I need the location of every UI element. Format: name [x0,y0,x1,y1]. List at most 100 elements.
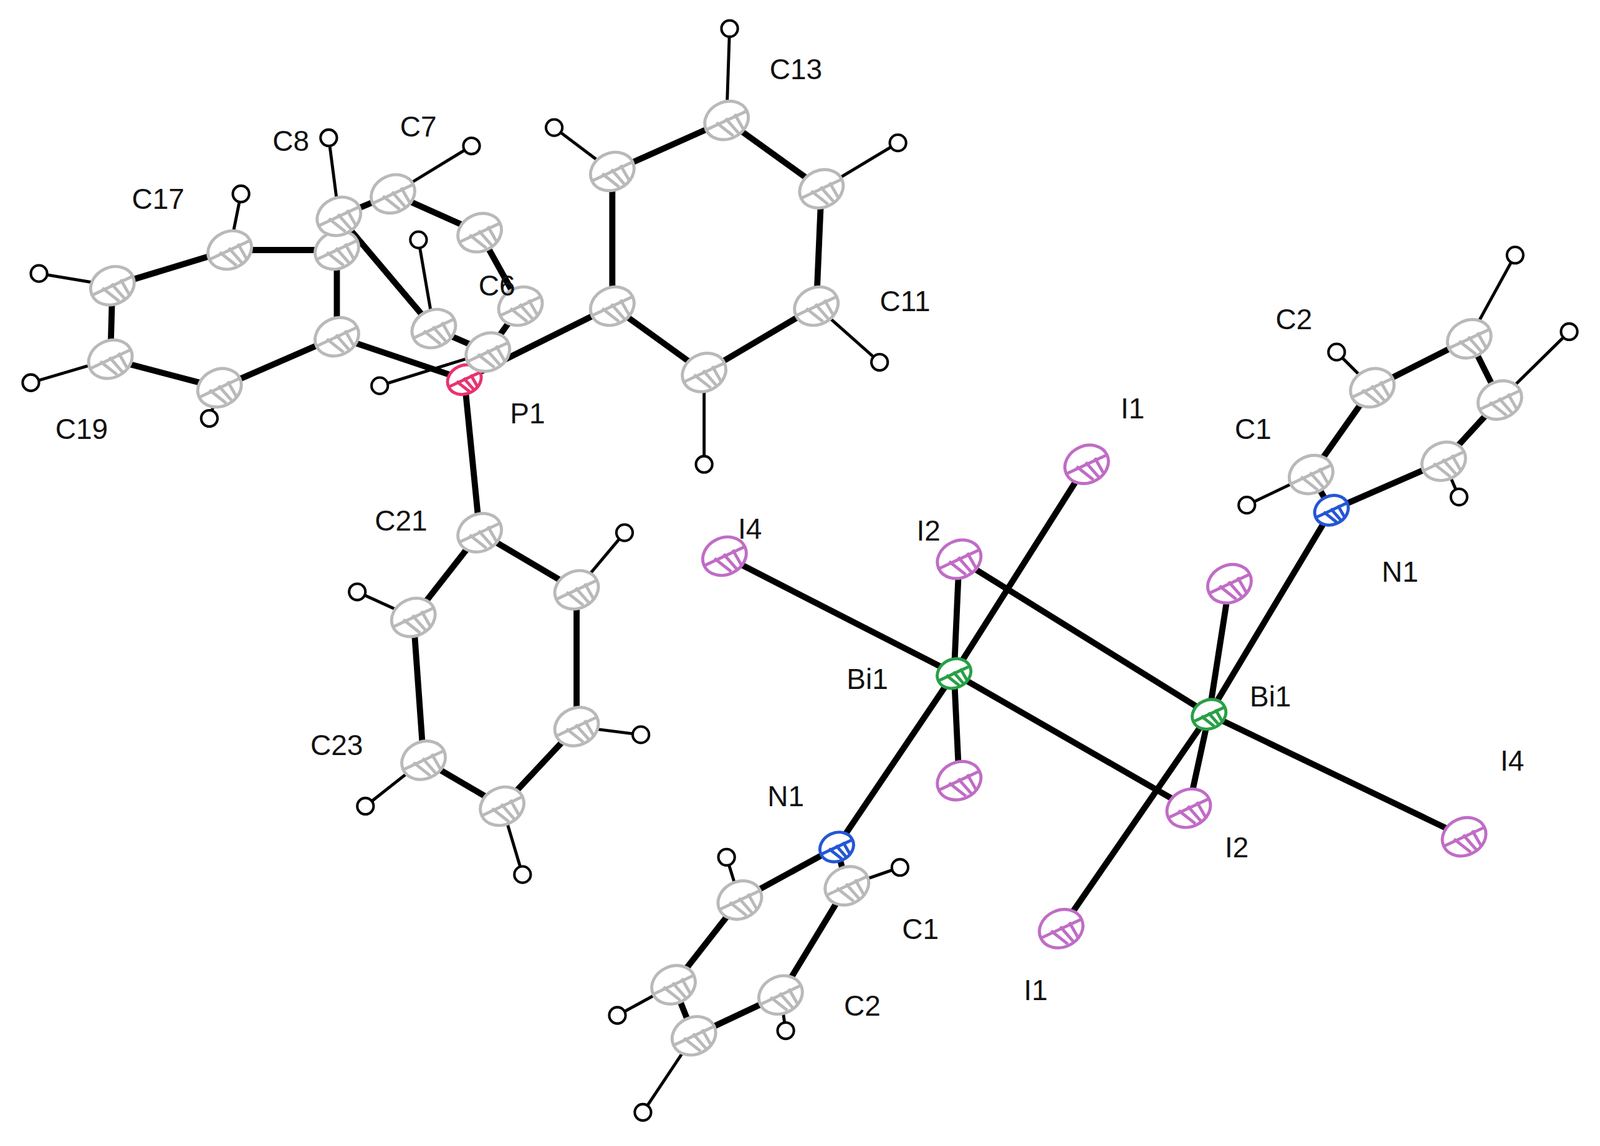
atom-principal-axis [555,716,597,736]
hydrogen-atom [22,374,39,391]
atom-outline [191,361,248,414]
hydrogen-atom [721,20,738,37]
hydrogen-atom [891,858,909,876]
atom-ellipsoid [451,506,508,559]
atom-principal-axis [209,240,250,260]
atom-ellipsoid [1160,781,1217,834]
atom-outline [698,94,755,147]
atom-principal-axis [413,319,454,338]
hydrogen-atom [30,265,47,282]
atom-outline [584,279,641,333]
atom-ellipsoid [1058,438,1115,491]
atom-outline [1441,312,1498,365]
atom-principal-axis [938,771,980,790]
atom-principal-axis [89,349,131,369]
atom-outline [201,223,258,277]
hydrogen-atom [233,185,250,202]
atom-principal-axis [1168,798,1209,818]
atom-ellipsoid [473,779,530,833]
atom-principal-axis [459,223,500,242]
atom-outline [645,958,702,1011]
bond [339,216,434,329]
atom-principal-axis [1479,390,1521,409]
bond [413,617,424,760]
atom-principal-axis [653,974,694,994]
atom-principal-axis [199,378,240,398]
atom-ellipsoid [665,1009,722,1062]
bond [1209,714,1465,837]
atom-ellipsoid [676,345,733,399]
atom-ellipsoid [932,653,977,694]
atom-ellipsoid [364,167,421,221]
atom-outline [548,699,605,753]
atom-principal-axis [719,890,760,909]
atom-principal-axis [555,580,597,599]
hydrogen-atom [546,119,563,136]
atom-principal-axis [316,240,358,260]
atom-label: C19 [53,413,110,444]
atom-ellipsoid [698,94,755,147]
atom-ellipsoid [84,259,141,312]
atom-ellipsoid [1471,373,1528,427]
bond [1209,509,1332,714]
atom-label: C1 [1232,413,1274,444]
atom-principal-axis [938,665,970,681]
atom-outline [1282,448,1339,501]
atom-outline [752,968,809,1021]
atom-outline [473,779,530,833]
hydrogen-atom [608,1006,626,1023]
atom-principal-axis [372,184,414,204]
atom-outline [451,506,508,559]
atom-label: C8 [270,125,312,156]
atom-outline [793,162,850,216]
atom-principal-axis [800,179,842,199]
atom-ellipsoid [311,190,368,243]
atom-outline [584,145,641,198]
atom-label: I4 [736,513,764,544]
hydrogen-atom [777,1022,794,1039]
hydrogen-atom [410,231,427,249]
hydrogen-atom [1238,496,1255,513]
atom-ellipsoid [548,563,605,616]
atom-principal-axis [1443,827,1485,846]
atom-principal-axis [318,206,360,226]
atom-outline [819,859,876,912]
atom-outline [931,754,988,807]
atom-label: C7 [398,111,439,142]
atom-ellipsoid [1415,435,1472,488]
hydrogen-atom [371,377,388,394]
hydrogen-atom [357,797,374,815]
atom-ellipsoid [82,332,139,386]
atom-label: C2 [842,990,883,1021]
atom-outline [311,190,368,243]
atom-ellipsoid [1201,557,1258,610]
atom-principal-axis [592,162,633,181]
atom-principal-axis [316,327,358,346]
atom-label: C11 [878,286,933,317]
atom-principal-axis [760,985,801,1005]
atom-outline [711,873,768,927]
atom-ellipsoid [308,310,365,363]
atom-outline [1309,489,1354,531]
atom-outline [676,345,733,399]
atom-principal-axis [92,276,133,295]
atom-label: I2 [1222,832,1251,863]
atom-label: Bi1 [844,663,890,694]
hydrogen-atom [1560,323,1577,340]
atom-label: C2 [1273,304,1314,335]
atom-outline [932,653,977,694]
atom-label: C6 [476,270,518,301]
atom-principal-axis [1449,329,1490,348]
atom-outline [788,279,845,333]
atom-outline [1160,781,1217,834]
hydrogen-atom [696,456,713,473]
bond [959,559,1210,715]
atom-principal-axis [795,296,837,316]
atom-principal-axis [826,875,868,895]
atom-outline [548,563,605,616]
atom-principal-axis [1040,918,1082,938]
atom-ellipsoid [451,206,508,259]
atom-label: N1 [1379,556,1421,587]
hydrogen-atom [634,1103,651,1121]
atom-principal-axis [1315,502,1347,518]
